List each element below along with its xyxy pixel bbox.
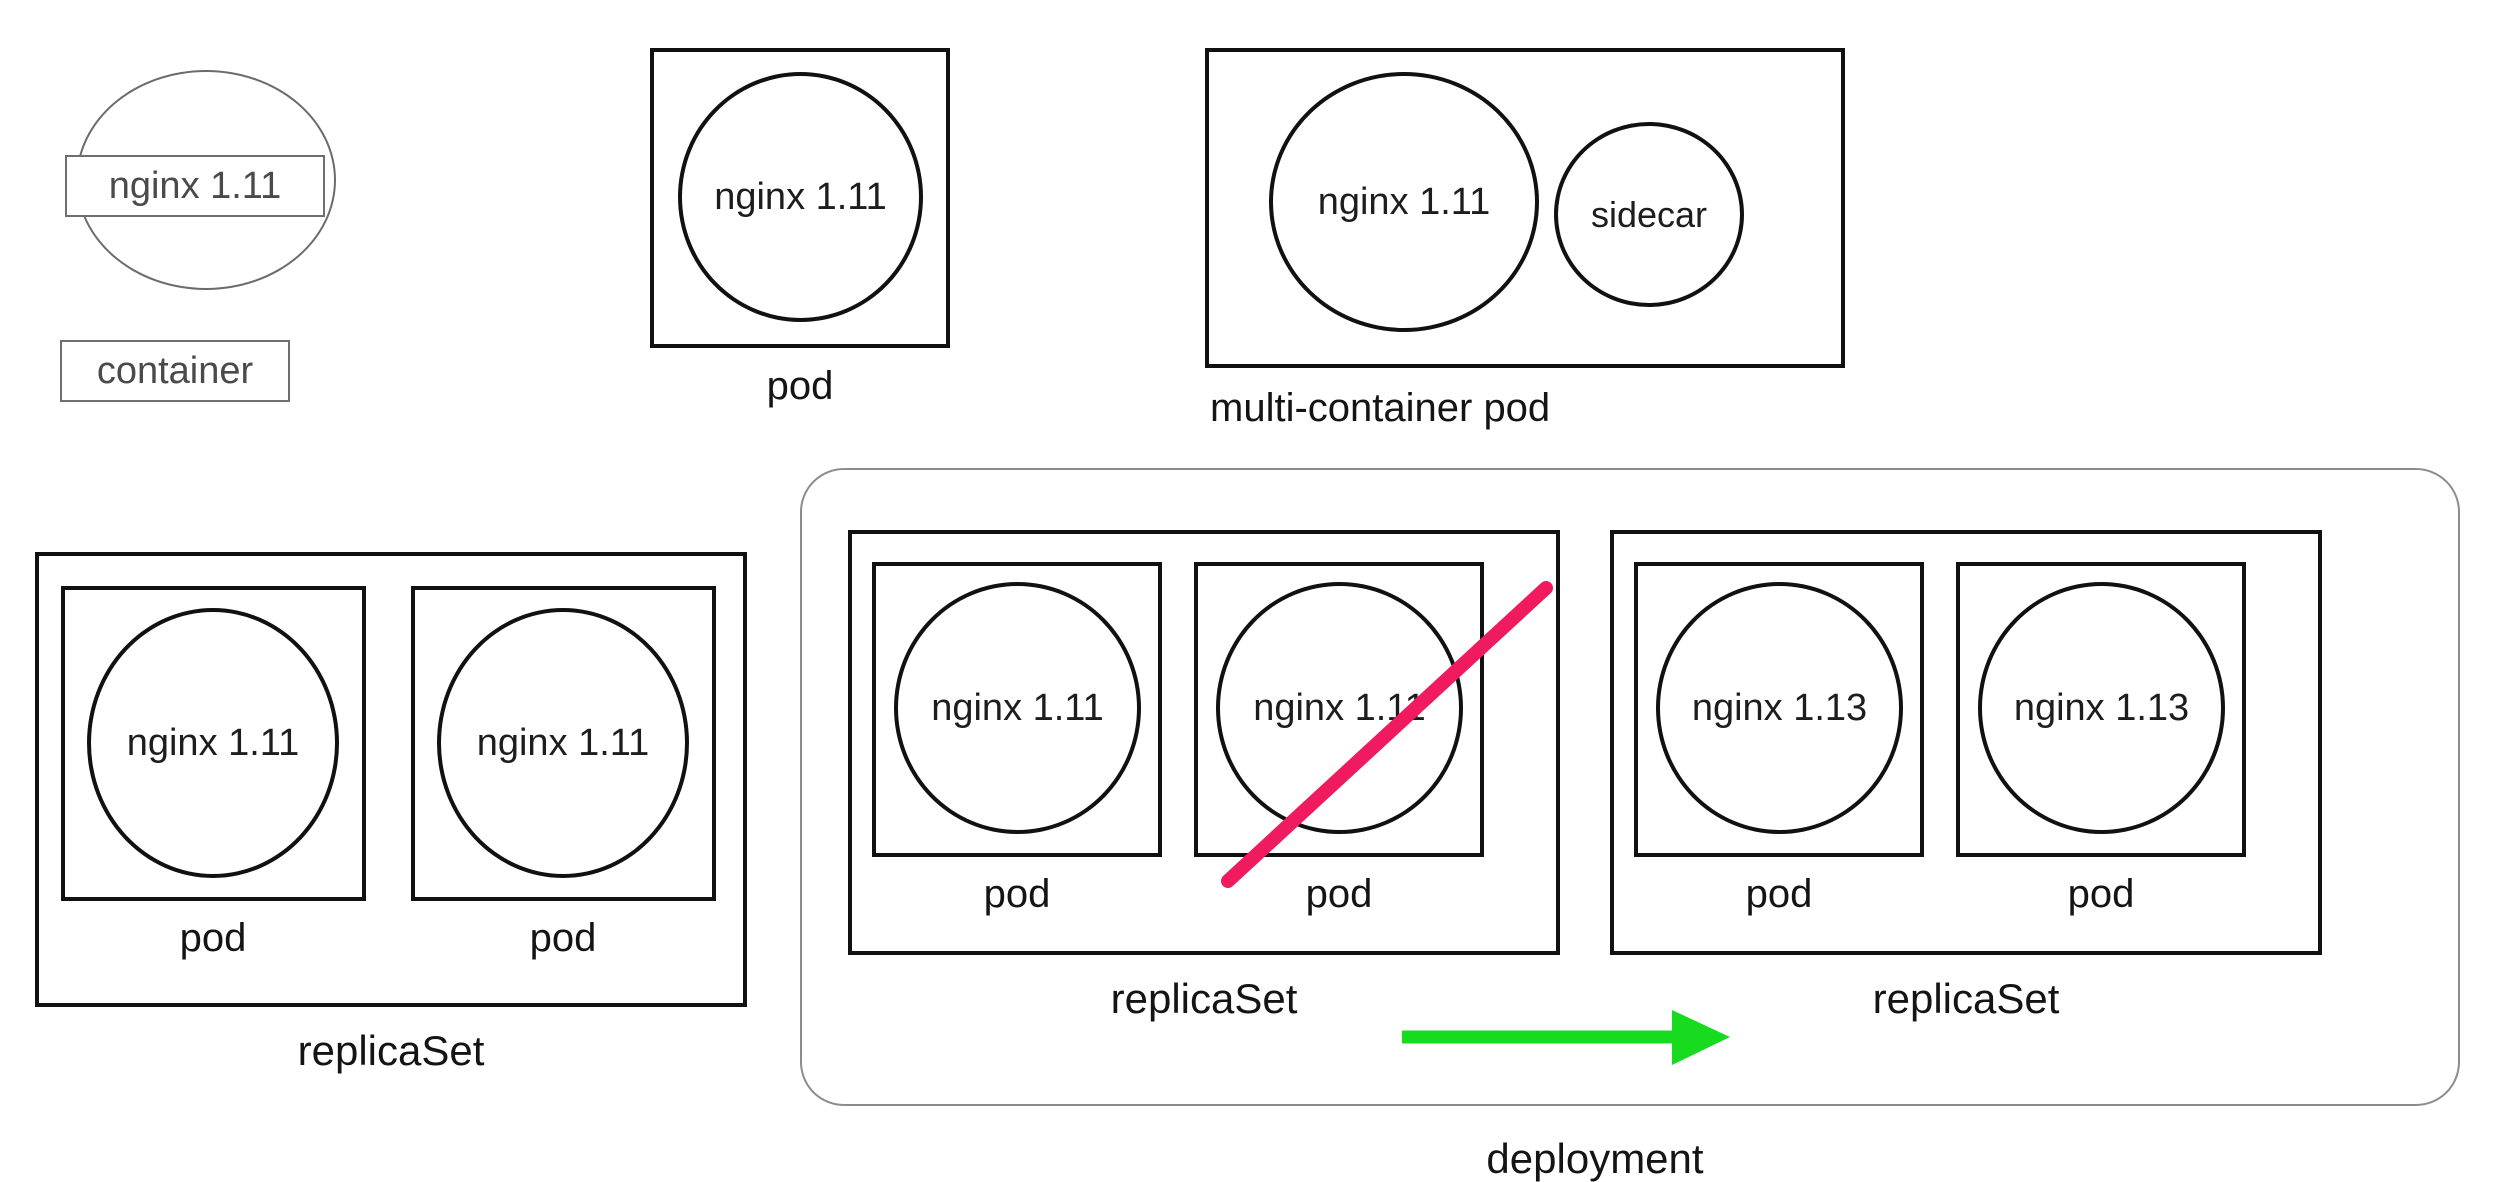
- new-replicaset-caption: replicaSet: [1872, 975, 2060, 1022]
- container-image-tag: nginx 1.11: [65, 155, 325, 217]
- pod-box: nginx 1.13: [1956, 562, 2246, 857]
- main-container-circle: nginx 1.11: [1269, 72, 1539, 332]
- pod-container-circle: nginx 1.13: [1978, 582, 2225, 834]
- replicaset-pod-1: nginx 1.11 pod: [872, 562, 1172, 942]
- pod-image-label: nginx 1.11: [476, 721, 650, 764]
- pod-image-label: nginx 1.11: [126, 721, 300, 764]
- replicaset-pod-2: nginx 1.11 pod: [1194, 562, 1494, 942]
- container-figure: nginx 1.11 container: [60, 60, 360, 402]
- replicaset-pod-1: nginx 1.13 pod: [1634, 562, 1934, 942]
- pod-caption: pod: [983, 872, 1051, 916]
- multi-container-pod-box: nginx 1.11 sidecar: [1205, 48, 1845, 368]
- pod-container-circle: nginx 1.13: [1656, 582, 1903, 834]
- pod-caption: pod: [529, 916, 597, 960]
- replicaset-pod-2: nginx 1.13 pod: [1956, 562, 2256, 942]
- sidecar-container-circle: sidecar: [1554, 122, 1744, 307]
- pod-image-label: nginx 1.13: [1691, 686, 1868, 729]
- main-container-label: nginx 1.11: [1317, 180, 1491, 223]
- replicaset-pod-1: nginx 1.11 pod: [61, 586, 371, 986]
- pod-container-circle: nginx 1.11: [894, 582, 1141, 834]
- pod-container-circle: nginx 1.11: [437, 608, 689, 878]
- replicaset-figure: nginx 1.11 pod nginx 1.11 pod replicaSet: [35, 552, 775, 1112]
- pod-image-label: nginx 1.11: [714, 175, 887, 218]
- pod-caption: pod: [766, 364, 834, 408]
- pod-box: nginx 1.11: [411, 586, 716, 901]
- container-caption: container: [96, 349, 254, 392]
- pod-image-label: nginx 1.11: [931, 686, 1104, 729]
- pod-box: nginx 1.11: [1194, 562, 1484, 857]
- pod-box: nginx 1.11: [61, 586, 366, 901]
- container-caption-box: container: [60, 340, 290, 402]
- pod-container-circle: nginx 1.11: [1216, 582, 1463, 834]
- pod-box: nginx 1.13: [1634, 562, 1924, 857]
- sidecar-container-label: sidecar: [1590, 193, 1708, 235]
- pod-box: nginx 1.11: [872, 562, 1162, 857]
- pod-image-label: nginx 1.13: [2013, 686, 2190, 729]
- old-replicaset-caption: replicaSet: [1110, 975, 1298, 1022]
- deployment-box: [800, 468, 2460, 1106]
- pod-caption: pod: [179, 916, 247, 960]
- pod-caption: pod: [1745, 872, 1813, 916]
- multi-container-pod-figure: nginx 1.11 sidecar multi-container pod: [1205, 48, 1885, 428]
- pod-container-circle: nginx 1.11: [87, 608, 339, 878]
- replicaset-pod-2: nginx 1.11 pod: [411, 586, 721, 986]
- pod-container-circle: nginx 1.11: [678, 72, 923, 322]
- deployment-figure: nginx 1.11 pod nginx 1.11 pod replicaSet: [800, 468, 2465, 1180]
- multi-container-pod-caption: multi-container pod: [1210, 386, 1551, 430]
- replicaset-box: nginx 1.11 pod nginx 1.11 pod: [848, 530, 1560, 955]
- pod-caption: pod: [1305, 872, 1373, 916]
- replicaset-caption: replicaSet: [297, 1027, 485, 1074]
- replicaset-box: nginx 1.13 pod nginx 1.13 pod: [1610, 530, 2322, 955]
- container-image-label: nginx 1.11: [108, 164, 282, 207]
- pod-figure: nginx 1.11 pod: [650, 48, 960, 408]
- old-replicaset: nginx 1.11 pod nginx 1.11 pod replicaSet: [848, 530, 1568, 1030]
- pod-image-label: nginx 1.11: [1253, 686, 1426, 729]
- pod-box: nginx 1.11: [650, 48, 950, 348]
- deployment-caption: deployment: [1486, 1135, 1704, 1182]
- new-replicaset: nginx 1.13 pod nginx 1.13 pod replicaSet: [1610, 530, 2330, 1030]
- replicaset-box: nginx 1.11 pod nginx 1.11 pod: [35, 552, 747, 1007]
- pod-caption: pod: [2067, 872, 2135, 916]
